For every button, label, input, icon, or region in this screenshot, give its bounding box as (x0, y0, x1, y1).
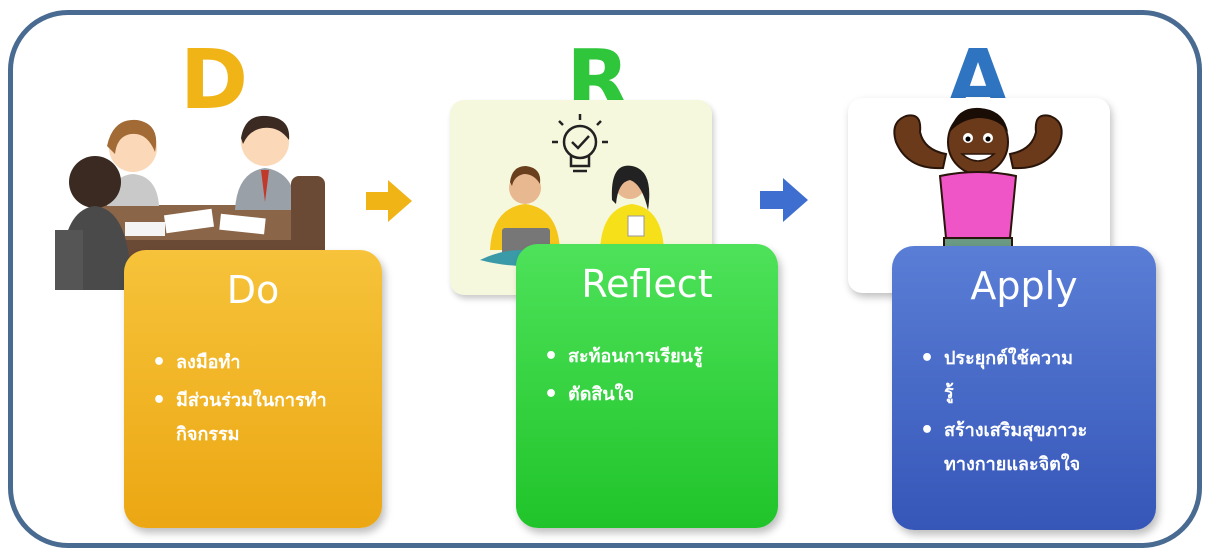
reflect-bullet-1: สะท้อนการเรียนรู้ (542, 340, 708, 374)
reflect-bullet-list: สะท้อนการเรียนรู้ ตัดสินใจ (542, 340, 768, 416)
reflect-illustration (480, 114, 680, 266)
apply-title: Apply (970, 264, 1078, 308)
reflect-title: Reflect (581, 262, 713, 306)
apply-bullet-2: สร้างเสริมสุขภาวะทางกายและจิตใจ (918, 414, 1104, 482)
do-bullet-2: มีส่วนร่วมในการทำกิจกรรม (150, 384, 346, 452)
do-bullet-list: ลงมือทำ มีส่วนร่วมในการทำกิจกรรม (150, 346, 372, 456)
do-title: Do (226, 268, 280, 312)
apply-bullet-1: ประยุกต์ใช้ความรู้ (918, 342, 1074, 410)
do-card: Do ลงมือทำ มีส่วนร่วมในการทำกิจกรรม (124, 250, 382, 528)
letter-d: D (179, 33, 249, 128)
apply-bullet-list: ประยุกต์ใช้ความรู้ สร้างเสริมสุขภาวะทางก… (918, 342, 1146, 486)
reflect-card: Reflect สะท้อนการเรียนรู้ ตัดสินใจ (516, 244, 778, 528)
do-bullet-1: ลงมือทำ (150, 346, 372, 380)
arrow-reflect-to-apply (760, 178, 808, 222)
arrow-do-to-reflect (366, 180, 412, 222)
apply-card: Apply ประยุกต์ใช้ความรู้ สร้างเสริมสุขภา… (892, 246, 1156, 530)
reflect-bullet-2: ตัดสินใจ (542, 378, 768, 412)
